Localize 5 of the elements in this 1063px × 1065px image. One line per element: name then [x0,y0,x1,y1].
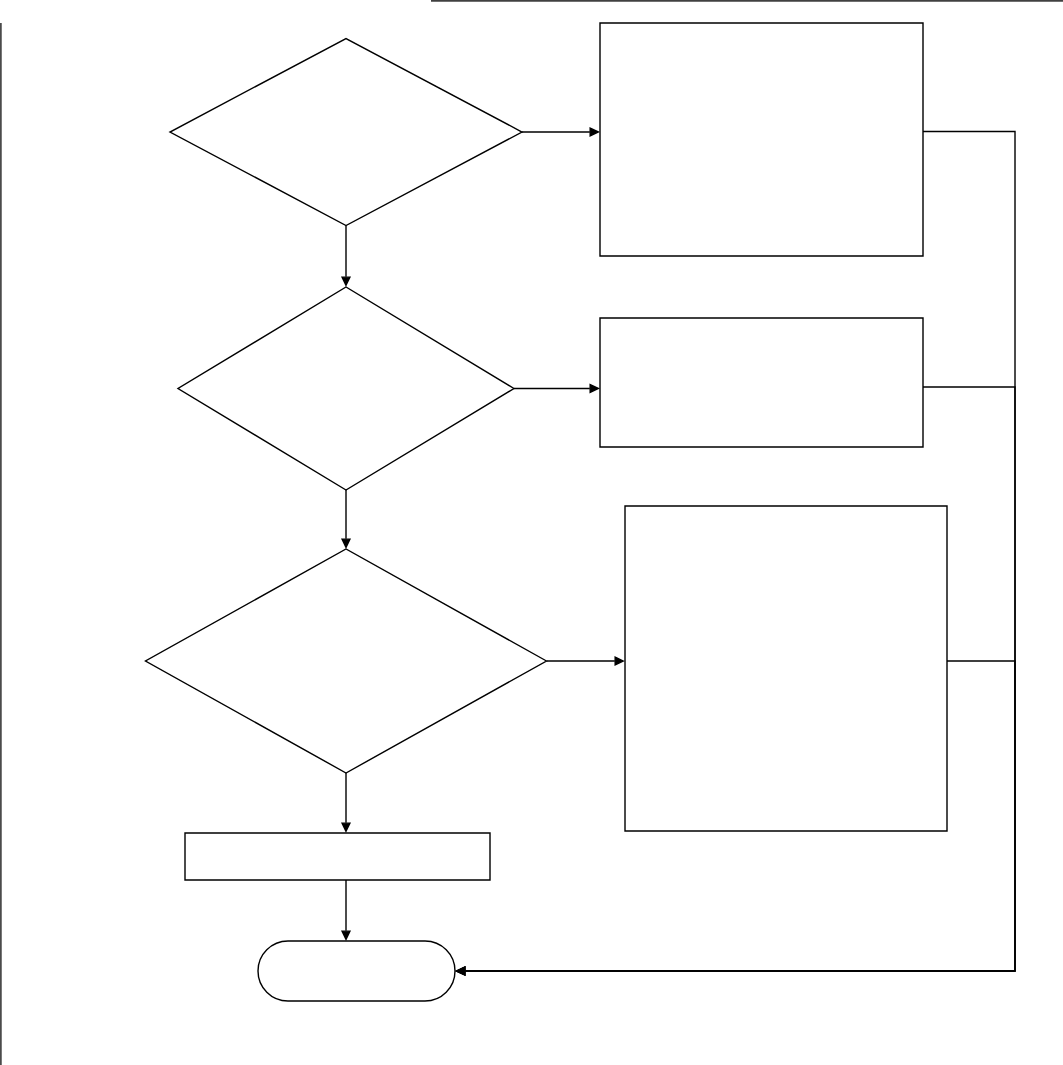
process-box [624,505,948,832]
process-box [599,22,924,257]
process-box [184,832,491,881]
process-box [599,317,924,448]
decision-diamond [144,548,548,774]
